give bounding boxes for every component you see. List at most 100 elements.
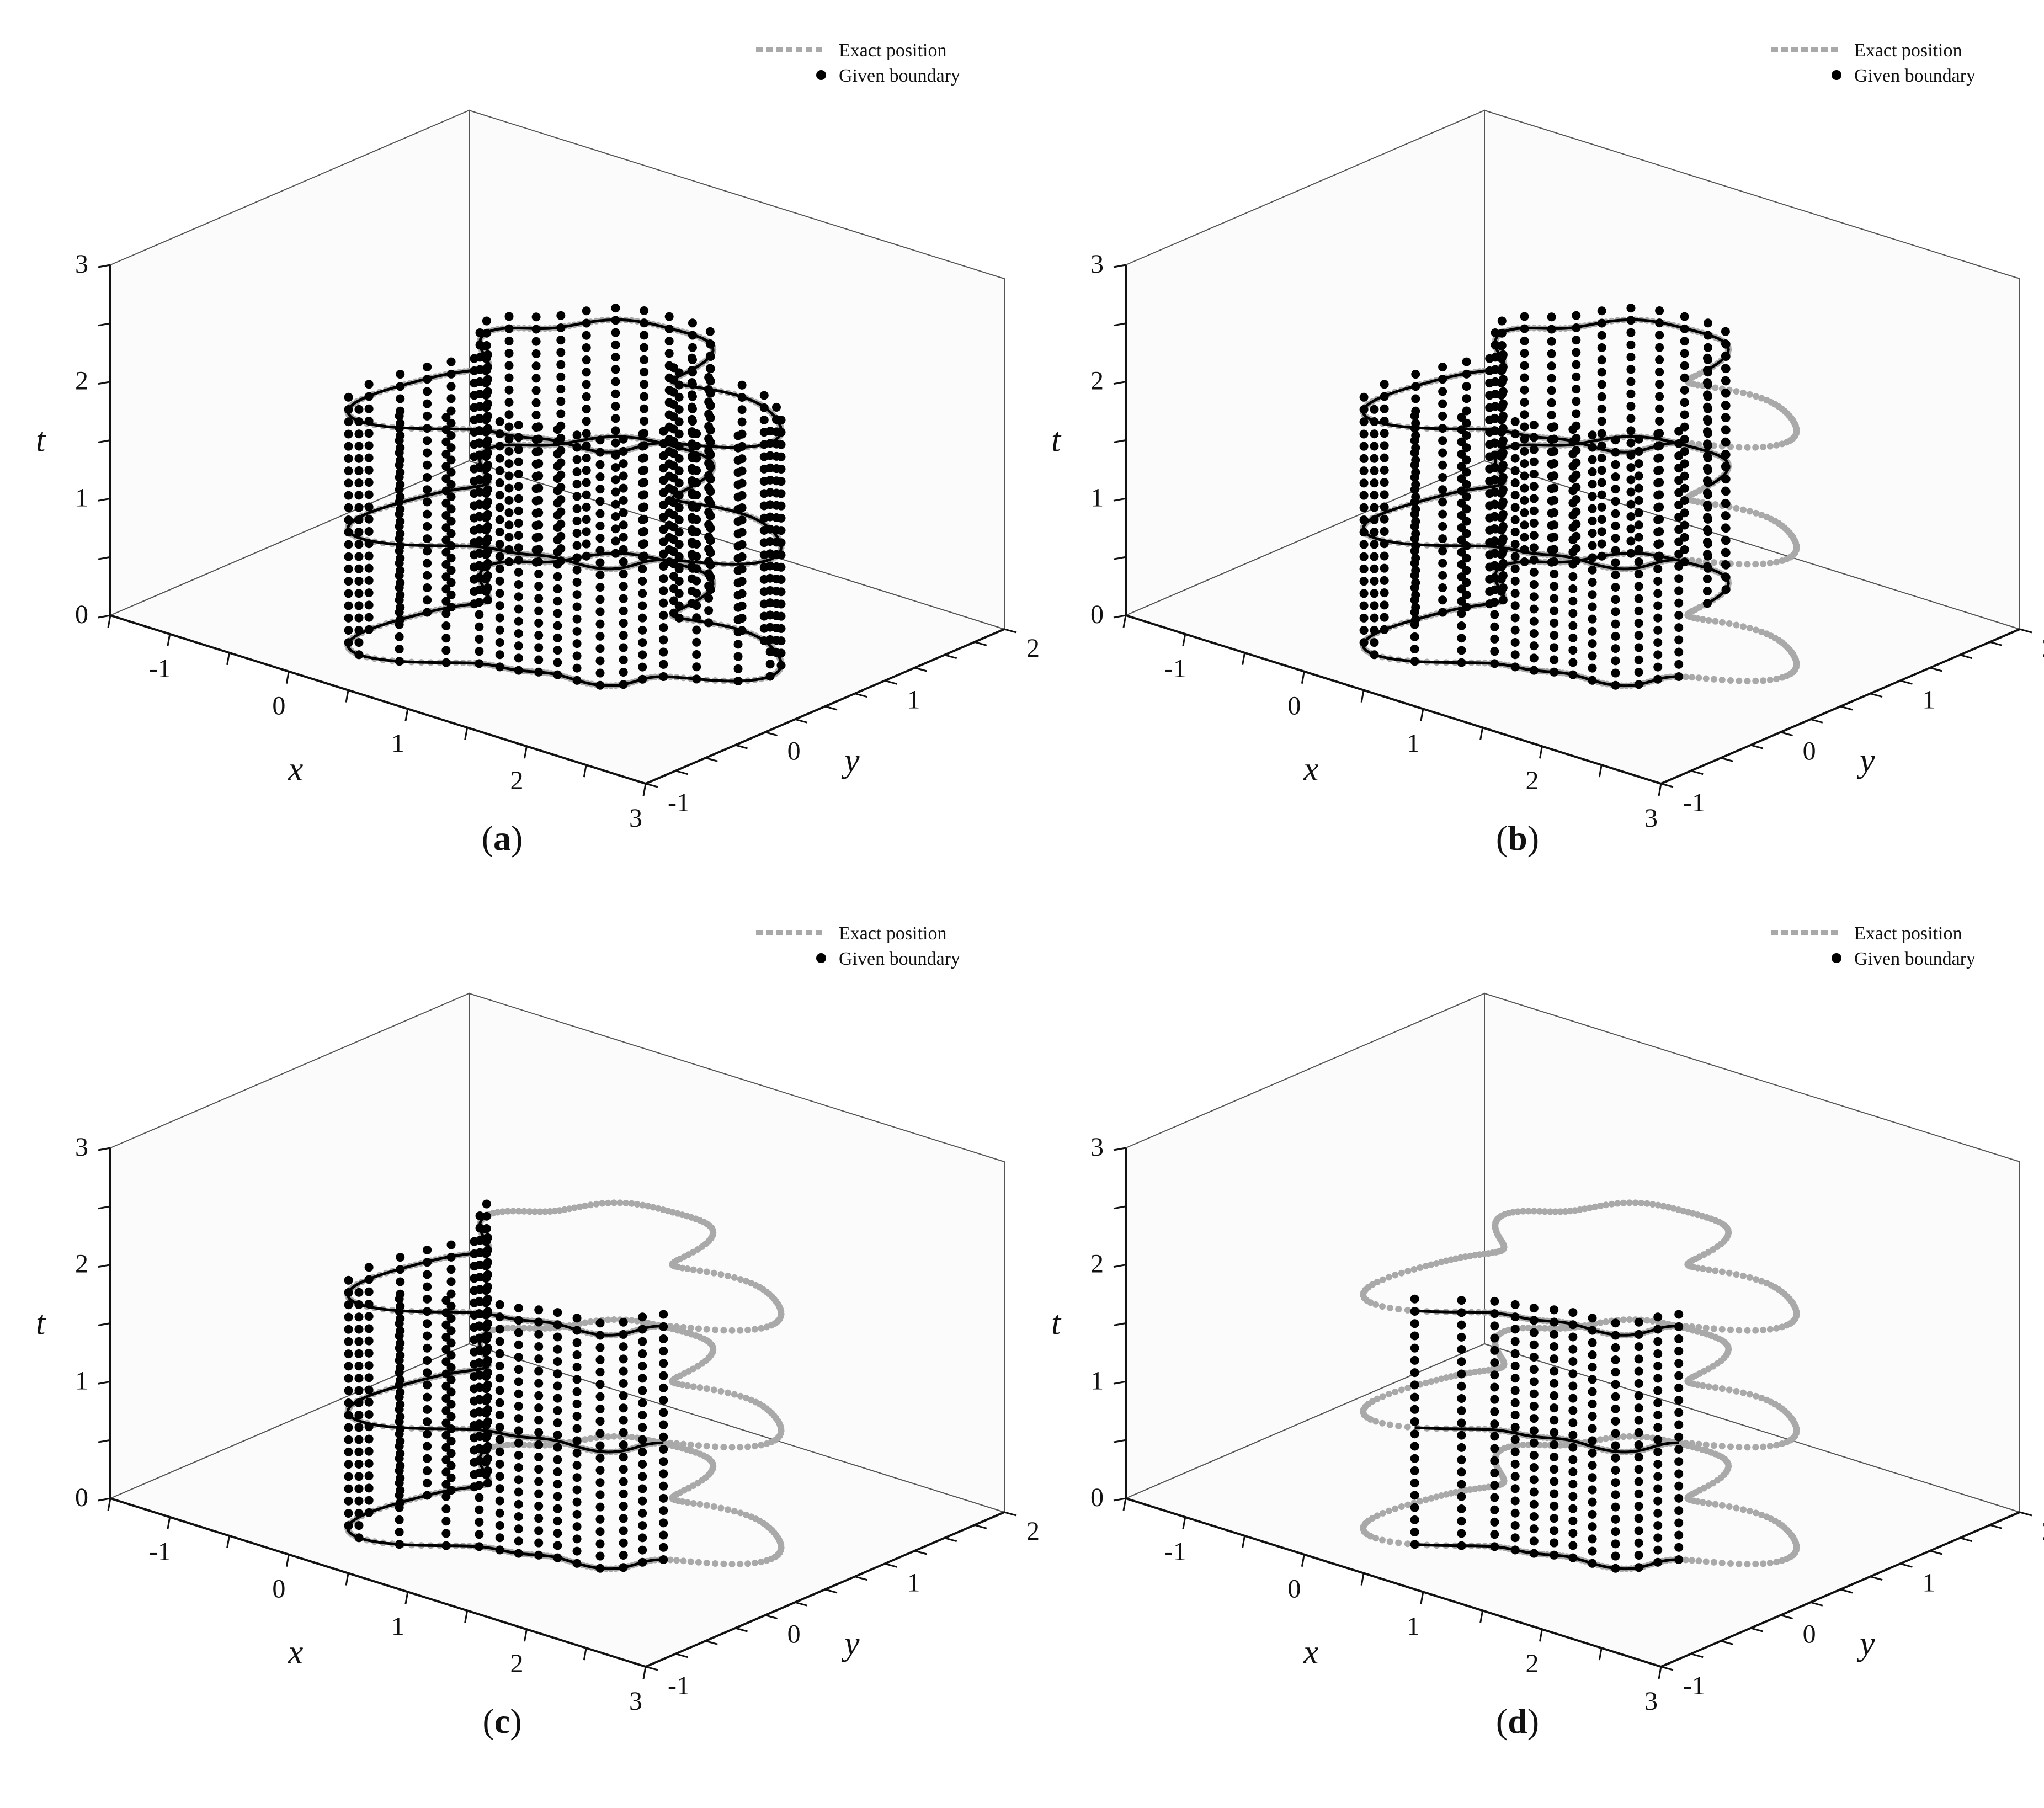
exact-position-point xyxy=(703,1443,710,1450)
given-boundary-point xyxy=(1653,577,1663,586)
given-boundary-point xyxy=(638,1386,647,1395)
given-boundary-point xyxy=(344,417,353,427)
given-boundary-point xyxy=(582,502,591,512)
given-boundary-point xyxy=(640,490,649,499)
given-boundary-point xyxy=(1653,638,1663,647)
given-boundary-point xyxy=(765,463,775,472)
given-boundary-point xyxy=(582,490,591,499)
given-boundary-point xyxy=(1588,602,1597,611)
given-boundary-point xyxy=(619,1514,628,1523)
given-boundary-point xyxy=(1611,582,1620,592)
given-boundary-point xyxy=(1634,631,1643,640)
given-boundary-point xyxy=(595,1539,605,1549)
given-boundary-point xyxy=(1497,390,1507,399)
given-boundary-point xyxy=(638,577,647,586)
given-boundary-point xyxy=(572,492,582,501)
given-boundary-point xyxy=(1359,540,1369,549)
given-boundary-point xyxy=(733,517,743,527)
given-boundary-point xyxy=(1359,478,1369,488)
given-boundary-point xyxy=(737,417,747,427)
given-boundary-point xyxy=(765,610,775,620)
given-boundary-point xyxy=(423,399,432,408)
given-boundary-point xyxy=(1462,504,1471,514)
given-boundary-point xyxy=(1411,455,1420,465)
given-boundary-point xyxy=(1520,446,1529,456)
exact-position-point xyxy=(1576,1206,1583,1213)
given-boundary-point xyxy=(1359,429,1369,439)
given-boundary-point xyxy=(1588,614,1597,624)
given-boundary-point xyxy=(1462,480,1471,489)
exact-position-point xyxy=(1763,1513,1770,1520)
given-boundary-point xyxy=(514,1499,523,1509)
given-boundary-point xyxy=(364,1434,374,1444)
given-boundary-point xyxy=(446,504,456,514)
given-boundary-point xyxy=(1462,443,1471,453)
given-boundary-point xyxy=(441,634,451,643)
given-boundary-point xyxy=(1497,377,1507,387)
given-boundary-point xyxy=(531,472,541,481)
x-tick-mark xyxy=(1122,615,1127,628)
given-boundary-point xyxy=(582,527,591,536)
given-boundary-point xyxy=(1547,312,1556,322)
given-boundary-point xyxy=(1655,392,1664,401)
given-boundary-point xyxy=(595,485,605,494)
given-boundary-point xyxy=(482,439,491,448)
x-tick-mark xyxy=(226,652,231,666)
given-boundary-point xyxy=(553,1492,562,1501)
given-boundary-point xyxy=(572,1473,582,1482)
exact-position-point xyxy=(1392,1272,1399,1279)
given-boundary-point xyxy=(1370,429,1379,439)
given-boundary-point xyxy=(441,1320,451,1330)
given-boundary-point xyxy=(534,1354,544,1364)
given-boundary-point xyxy=(514,1487,523,1497)
exact-position-point xyxy=(1718,619,1726,626)
exact-position-point xyxy=(1702,675,1710,682)
given-boundary-point xyxy=(619,1379,628,1388)
given-boundary-point xyxy=(1721,524,1731,533)
given-boundary-point xyxy=(441,1517,451,1526)
given-boundary-point xyxy=(495,1520,504,1530)
exact-position-point xyxy=(1726,620,1733,628)
given-boundary-point xyxy=(395,1515,404,1524)
exact-position-point xyxy=(1766,1443,1774,1450)
given-boundary-point xyxy=(354,638,364,647)
given-boundary-point xyxy=(344,1447,353,1456)
exact-position-point xyxy=(710,1386,717,1394)
exact-position-point xyxy=(1746,1508,1753,1515)
given-boundary-point xyxy=(572,602,582,611)
given-boundary-point xyxy=(659,623,668,632)
given-boundary-point xyxy=(595,1514,605,1524)
given-boundary-point xyxy=(1721,413,1731,423)
given-boundary-point xyxy=(611,304,620,313)
exact-position-point xyxy=(1760,1560,1767,1567)
exact-position-point xyxy=(751,1443,758,1450)
given-boundary-point xyxy=(638,1472,647,1481)
given-boundary-point xyxy=(514,543,523,552)
exact-position-point xyxy=(604,1316,611,1323)
given-boundary-point xyxy=(638,1533,647,1543)
panel-label: (b) xyxy=(1496,818,1539,858)
exact-position-point xyxy=(1428,1495,1435,1502)
given-boundary-point xyxy=(1547,508,1556,518)
t-tick-mark xyxy=(1113,264,1126,268)
given-boundary-point xyxy=(514,1475,523,1485)
given-boundary-point xyxy=(495,650,504,660)
given-boundary-point xyxy=(1497,549,1507,559)
given-boundary-point xyxy=(1653,564,1663,573)
given-boundary-point xyxy=(776,452,786,461)
given-boundary-point xyxy=(1572,446,1581,455)
given-boundary-point xyxy=(475,524,485,534)
given-boundary-point xyxy=(495,540,504,549)
given-boundary-point xyxy=(1550,655,1559,664)
given-boundary-point xyxy=(582,392,591,401)
given-boundary-point xyxy=(354,540,364,549)
given-boundary-point xyxy=(1702,439,1712,449)
given-boundary-point xyxy=(595,472,605,481)
given-boundary-point xyxy=(692,539,701,549)
given-boundary-point xyxy=(441,1480,451,1489)
x-axis-line xyxy=(110,614,646,785)
t-tick-label: 0 xyxy=(75,600,88,629)
given-boundary-point xyxy=(776,477,786,486)
exact-position-point xyxy=(695,1442,702,1449)
given-boundary-point xyxy=(1547,349,1556,358)
